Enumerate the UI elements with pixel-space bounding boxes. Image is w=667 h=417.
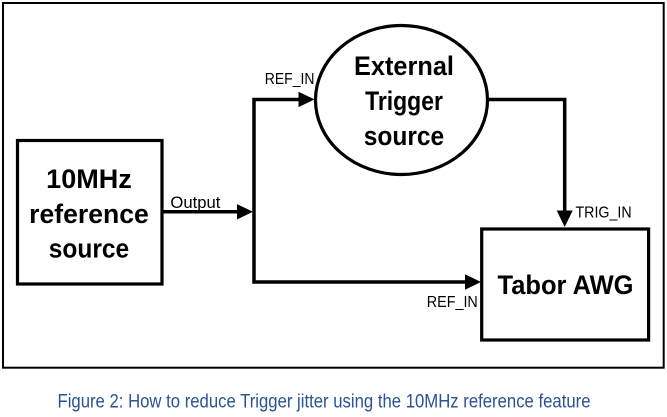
- svg-text:REF_IN: REF_IN: [427, 294, 478, 311]
- svg-text:10MHz: 10MHz: [46, 164, 132, 194]
- svg-text:REF_IN: REF_IN: [265, 71, 315, 88]
- svg-text:source: source: [49, 234, 129, 264]
- svg-text:Trigger: Trigger: [365, 86, 443, 116]
- svg-text:External: External: [354, 51, 454, 81]
- svg-text:reference: reference: [29, 199, 149, 229]
- svg-text:Tabor AWG: Tabor AWG: [498, 270, 634, 300]
- svg-text:Output: Output: [170, 194, 220, 212]
- svg-text:source: source: [364, 121, 444, 151]
- svg-text:TRIG_IN: TRIG_IN: [576, 204, 632, 221]
- svg-text:Figure 2: How to reduce Trigge: Figure 2: How to reduce Trigger jitter u…: [58, 391, 591, 412]
